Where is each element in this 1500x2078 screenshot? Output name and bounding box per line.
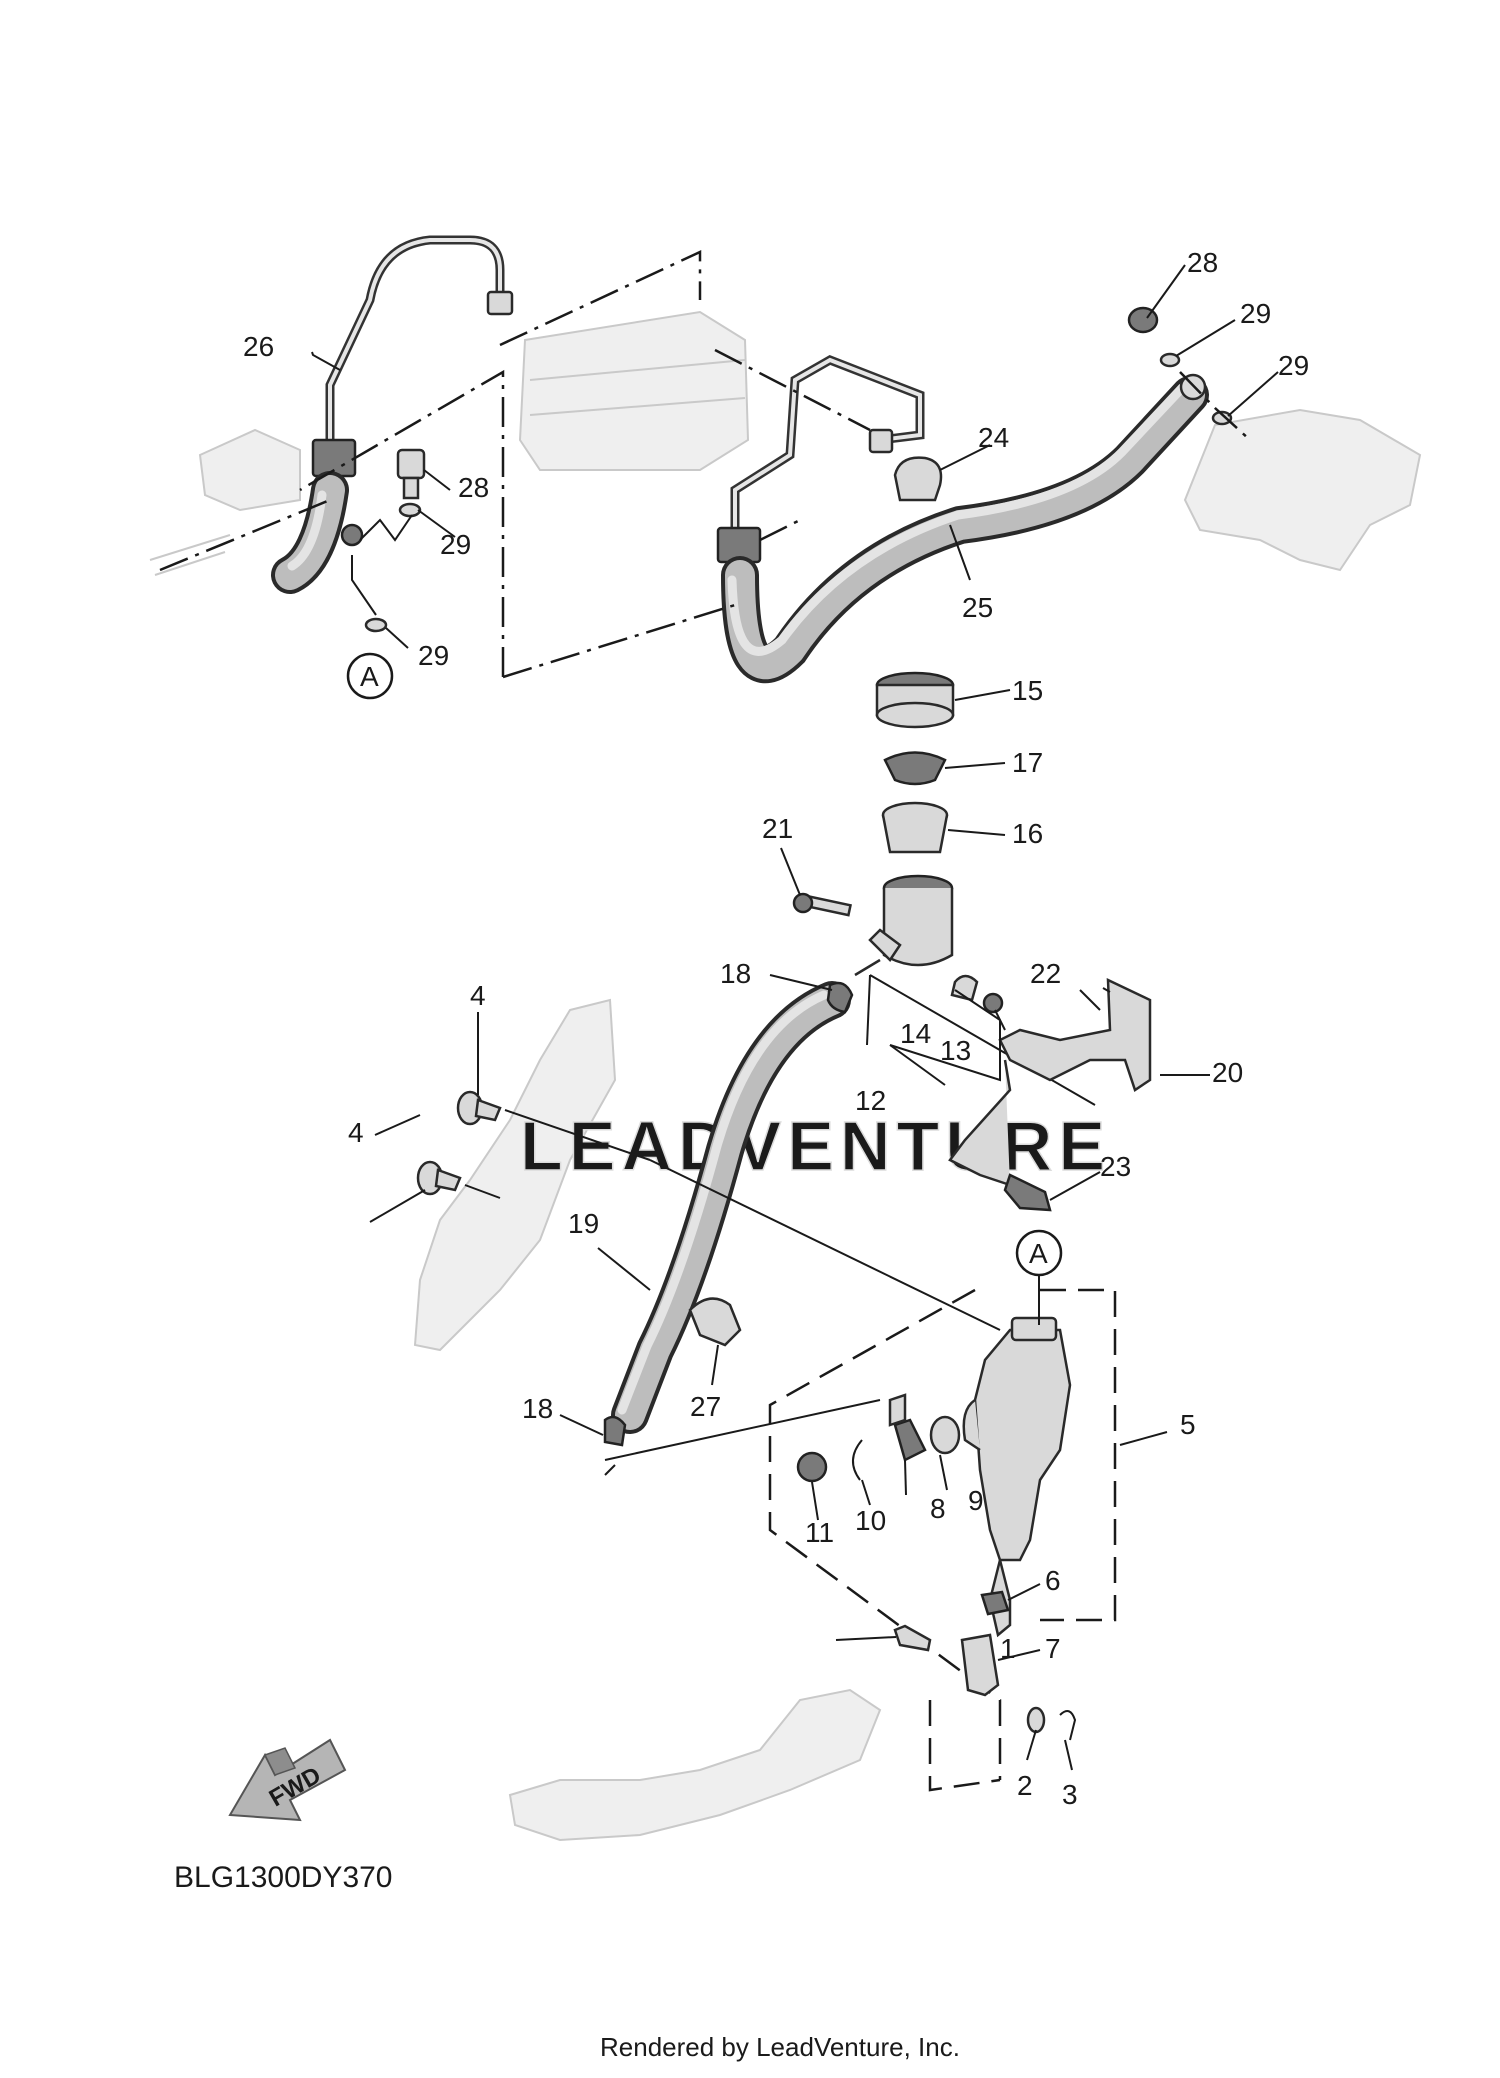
callout-5: 5 xyxy=(1180,1409,1196,1440)
assembly-lines-top xyxy=(159,250,1251,679)
callout-8: 8 xyxy=(930,1493,946,1524)
footer-credit: Rendered by LeadVenture, Inc. xyxy=(600,2032,960,2062)
callout-13: 13 xyxy=(940,1035,971,1066)
callout-9: 9 xyxy=(968,1485,984,1516)
reservoir-cap-15 xyxy=(875,671,955,729)
brake-pipe-26 xyxy=(271,235,514,594)
diaphragm-17 xyxy=(883,751,947,786)
callout-22: 22 xyxy=(1030,958,1061,989)
callout-29-right-lower: 29 xyxy=(1278,350,1309,381)
callout-29-left-upper: 29 xyxy=(440,529,471,560)
callout-26: 26 xyxy=(243,331,274,362)
fwd-arrow-icon: FWD xyxy=(228,1738,347,1822)
brake-pipe-reservoir xyxy=(716,355,925,564)
callout-4-lower: 4 xyxy=(348,1117,364,1148)
reservoir-tank xyxy=(792,874,954,977)
callout-24: 24 xyxy=(978,422,1009,453)
reference-marker-a-top: A xyxy=(346,652,394,700)
leader-lines xyxy=(311,264,1279,1771)
hose-joint-14-13 xyxy=(869,974,1096,1106)
callout-11: 11 xyxy=(805,1517,834,1548)
callout-6: 6 xyxy=(1045,1565,1061,1596)
callout-20: 20 xyxy=(1212,1057,1243,1088)
callout-15: 15 xyxy=(1012,675,1043,706)
callout-27: 27 xyxy=(690,1391,721,1422)
callout-21: 21 xyxy=(762,813,793,844)
callout-29-right-upper: 29 xyxy=(1240,298,1271,329)
bracket-20 xyxy=(948,977,1152,1212)
diagram-code: BLG1300DY370 xyxy=(174,1861,393,1894)
callout-18-upper: 18 xyxy=(720,958,751,989)
callout-23: 23 xyxy=(1100,1151,1131,1182)
callout-29-left-lower: 29 xyxy=(418,640,449,671)
callout-3: 3 xyxy=(1062,1779,1078,1810)
callout-2: 2 xyxy=(1017,1770,1033,1801)
callout-18-lower: 18 xyxy=(522,1393,553,1424)
callout-1: 1 xyxy=(1000,1633,1016,1664)
hose-clamp-24 xyxy=(893,456,943,502)
callout-14: 14 xyxy=(900,1018,931,1049)
reservoir-hose-19 xyxy=(603,981,854,1447)
callout-17: 17 xyxy=(1012,747,1043,778)
callout-4-upper: 4 xyxy=(470,980,486,1011)
union-bolt-left xyxy=(340,448,426,633)
callout-7: 7 xyxy=(1045,1633,1061,1664)
callout-16: 16 xyxy=(1012,818,1043,849)
callout-25: 25 xyxy=(962,592,993,623)
master-cylinder-assembly-5 xyxy=(604,1159,1117,1792)
reference-marker-a-bottom: A xyxy=(1015,1229,1063,1277)
reference-letter-a-top: A xyxy=(360,661,379,692)
callout-12: 12 xyxy=(855,1085,886,1116)
reservoir-holder-16 xyxy=(881,801,949,854)
callout-28-right: 28 xyxy=(1187,247,1218,278)
reference-letter-a-bottom: A xyxy=(1029,1238,1048,1269)
brake-hose-25 xyxy=(721,373,1209,684)
callout-28-left: 28 xyxy=(458,472,489,503)
callout-19: 19 xyxy=(568,1208,599,1239)
callout-10: 10 xyxy=(855,1505,886,1536)
callout-labels: 1 2 3 4 4 5 6 7 8 9 10 11 12 13 14 15 16… xyxy=(243,247,1309,1810)
bolts-4 xyxy=(416,1090,651,1199)
